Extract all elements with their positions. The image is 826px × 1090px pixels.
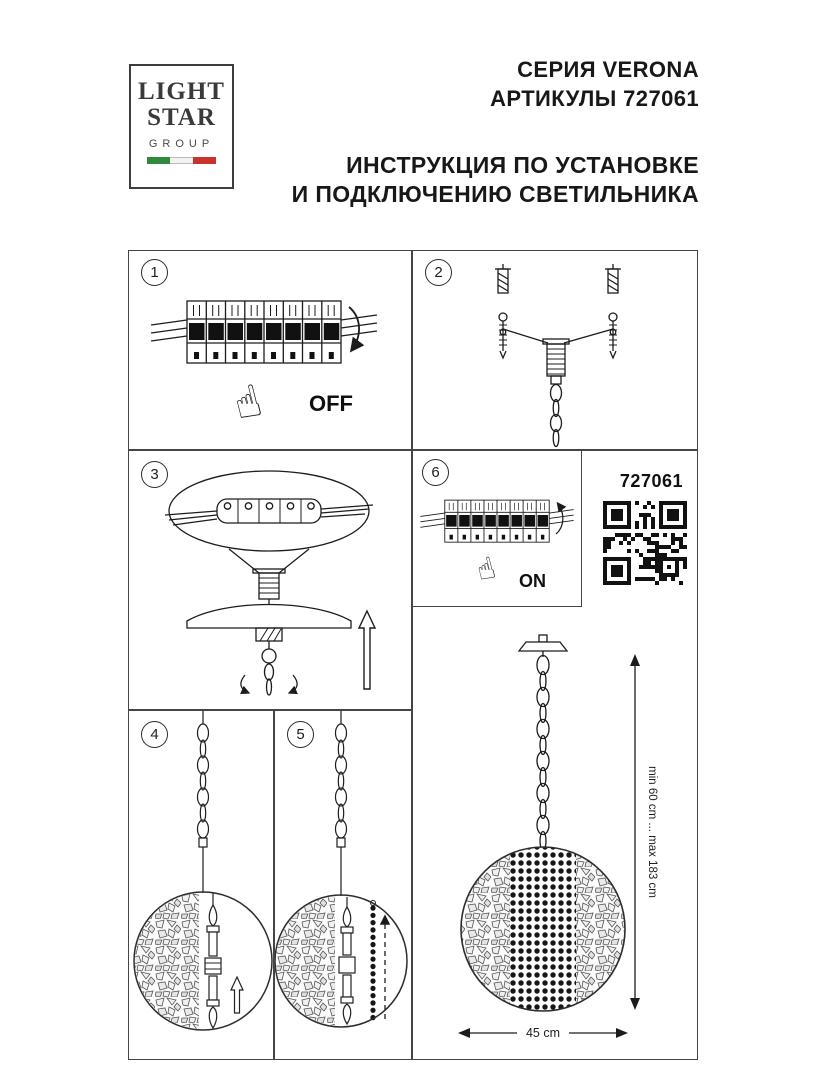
- zoom-bubble: [168, 470, 370, 552]
- screw-icon: [608, 312, 618, 360]
- arrow-up-icon: [357, 609, 377, 690]
- arrow-up-icon: [555, 501, 567, 535]
- chandelier-detail-bulbs-illustration: [133, 711, 273, 1031]
- mounting-bracket: [499, 328, 617, 385]
- step-1-panel: 1 ☝ OFF: [128, 250, 412, 450]
- wiring-illustration: [164, 470, 377, 696]
- instruction-title: ИНСТРУКЦИЯ ПО УСТАНОВКЕ И ПОДКЛЮЧЕНИЮ СВ…: [292, 151, 699, 209]
- step-2-number: 2: [425, 259, 452, 286]
- step-4-number: 4: [141, 721, 168, 748]
- chandelier-detail-beads-illustration: [275, 711, 408, 1028]
- height-dimension-label: min 60 cm ... max 183 cm: [646, 766, 658, 898]
- candle-bulbs: [338, 897, 356, 1026]
- chain-links: [536, 654, 550, 852]
- arrow-down-icon: [348, 306, 365, 353]
- wall-anchor-icon: [605, 264, 621, 294]
- step-5-panel: 5: [274, 710, 412, 1060]
- instruction-title-line2: И ПОДКЛЮЧЕНИЮ СВЕТИЛЬНИКА: [291, 181, 699, 207]
- italy-flag-icon: [146, 157, 217, 164]
- logo-text-star: STAR: [147, 104, 216, 131]
- overview-panel: 6 ☝ ON: [412, 450, 698, 1060]
- wires-right: [320, 504, 374, 518]
- zoom-bubble: [133, 891, 273, 1031]
- crystal-sphere: [461, 847, 625, 1011]
- diameter-dimension: 45 cm: [458, 1024, 628, 1041]
- header: СЕРИЯ VERONA АРТИКУЛЫ 727061 ИНСТРУКЦИЯ …: [292, 55, 699, 209]
- step-5-number: 5: [287, 721, 314, 748]
- step-6-panel: 6 ☝ ON: [412, 450, 582, 607]
- arrow-up-icon: [230, 975, 244, 1014]
- rotate-arrow-icon: [240, 674, 251, 695]
- step-1-number: 1: [141, 259, 168, 286]
- articles-line: АРТИКУЛЫ 727061: [490, 86, 699, 111]
- on-label: ON: [519, 571, 546, 591]
- instruction-grid: 1 ☝ OFF 2: [128, 250, 698, 1060]
- breaker-off-illustration: ☝: [150, 300, 378, 423]
- breaker-on-illustration: ☝: [420, 499, 574, 583]
- instruction-title-line1: ИНСТРУКЦИЯ ПО УСТАНОВКЕ: [346, 152, 699, 178]
- chain-links: [196, 723, 210, 839]
- logo-text-light: LIGHT: [138, 78, 225, 105]
- candle-bulbs: [204, 893, 222, 1030]
- step-6-number: 6: [422, 459, 449, 486]
- wall-anchor-icon: [495, 264, 511, 294]
- rotate-arrow-icon: [287, 674, 298, 695]
- chandelier-overview-illustration: min 60 cm ... max 183 cm 45 cm: [458, 634, 658, 1041]
- chain-links: [549, 383, 563, 448]
- wires-left: [164, 510, 218, 526]
- mounting-hardware-illustration: [495, 264, 621, 448]
- ceiling-canopy: [186, 603, 352, 696]
- step-4-panel: 4: [128, 710, 274, 1060]
- series-title: СЕРИЯ VERONA: [517, 57, 699, 82]
- step-2-panel: 2: [412, 250, 698, 450]
- screw-icon: [498, 312, 508, 360]
- diameter-dimension-label: 45 cm: [526, 1026, 560, 1040]
- pointing-finger-icon: ☝: [473, 550, 499, 583]
- bead-strand: [370, 900, 376, 1025]
- pointing-finger-icon: ☝: [229, 375, 267, 423]
- article-number: 727061: [619, 471, 683, 491]
- hook-ring: [261, 648, 277, 664]
- off-label: OFF: [309, 391, 353, 416]
- height-dimension: min 60 cm ... max 183 cm: [630, 654, 658, 1010]
- zoom-bubble: [275, 894, 408, 1028]
- lightstar-logo: LIGHT STAR GROUP: [129, 64, 234, 189]
- logo-text-group: GROUP: [148, 138, 215, 150]
- step-3-number: 3: [141, 461, 168, 488]
- step-3-panel: 3: [128, 450, 412, 710]
- qr-code: [601, 499, 689, 587]
- ceiling-canopy: [517, 634, 569, 657]
- chain-links: [334, 723, 348, 839]
- terminal-block: [164, 498, 374, 526]
